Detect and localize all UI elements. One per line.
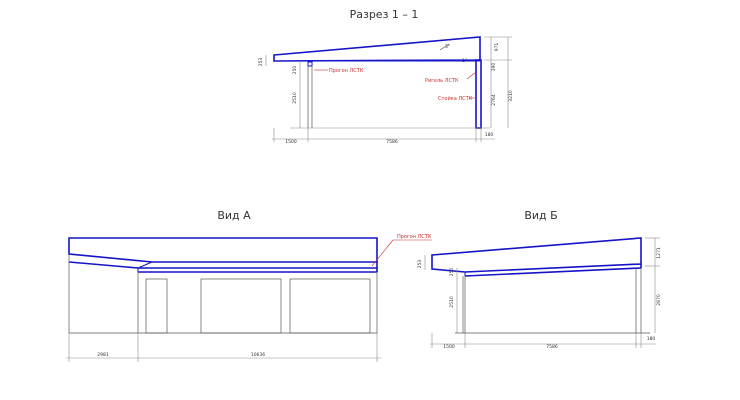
section-dimensions: 1500 7586 180 253 250 2510 971 390 2764 … [258,36,514,145]
section-drawing: 3° 1° Прогон ЛСТК Ригель ЛСТК Стойка ЛСТ… [273,36,490,129]
view-b-dim-right-top: 1271 [656,247,662,259]
section-title: Разрез 1 – 1 [350,8,419,21]
view-b-dim-span: 7586 [546,344,558,350]
view-b-dim-height: 2510 [449,296,455,308]
section-dim-beam: 250 [292,66,298,75]
section-dim-right-total: 3210 [508,90,514,102]
view-b-dimensions: 1500 7586 180 253 250 2510 1271 2870 [417,237,662,350]
view-b-drawing [431,237,650,334]
section-dim-right-top: 971 [494,43,500,52]
section-angle2: 1° [462,58,467,64]
view-a-gate-2 [289,278,371,334]
view-b-dim-beam: 250 [449,268,455,277]
view-a-purlin-label: Прогон ЛСТК [397,234,432,240]
view-a-door [145,278,168,334]
section-dim-span: 7586 [386,139,398,145]
section-dim-right-mid: 390 [491,63,497,72]
view-a-gate-1 [200,278,282,334]
section-dim-overhang: 1500 [285,139,297,145]
section-purlin-mark [307,61,313,67]
view-a-dimensions: 2981 10636 [66,333,381,362]
view-b-dim-overhang: 1500 [443,344,455,350]
section-angle: 3° [445,44,450,50]
view-b-dim-post: 180 [647,336,656,342]
view-a-lower-band [68,261,377,269]
view-a-dim-left: 2981 [97,352,109,358]
section-purlin-label: Прогон ЛСТК [329,68,364,74]
section-dim-height: 2510 [292,92,298,104]
view-b-title: Вид Б [524,209,557,222]
view-b-roof [431,237,642,273]
view-a-title: Вид А [217,209,251,222]
view-b-dim-right-height: 2870 [656,294,662,306]
section-dim-roof-left: 253 [258,58,264,67]
section-right-post [475,59,482,129]
view-a-drawing: Прогон ЛСТК [68,234,432,334]
section-post-label: Стойка ЛСТК [438,95,473,102]
view-a-roof [68,237,378,263]
section-dim-post: 180 [485,132,494,138]
section-dim-right-lower: 2764 [491,94,497,106]
view-b-dim-roof-left: 253 [417,260,423,269]
view-a-dim-right: 10636 [251,352,265,358]
section-beam-label: Ригель ЛСТК [425,78,459,84]
